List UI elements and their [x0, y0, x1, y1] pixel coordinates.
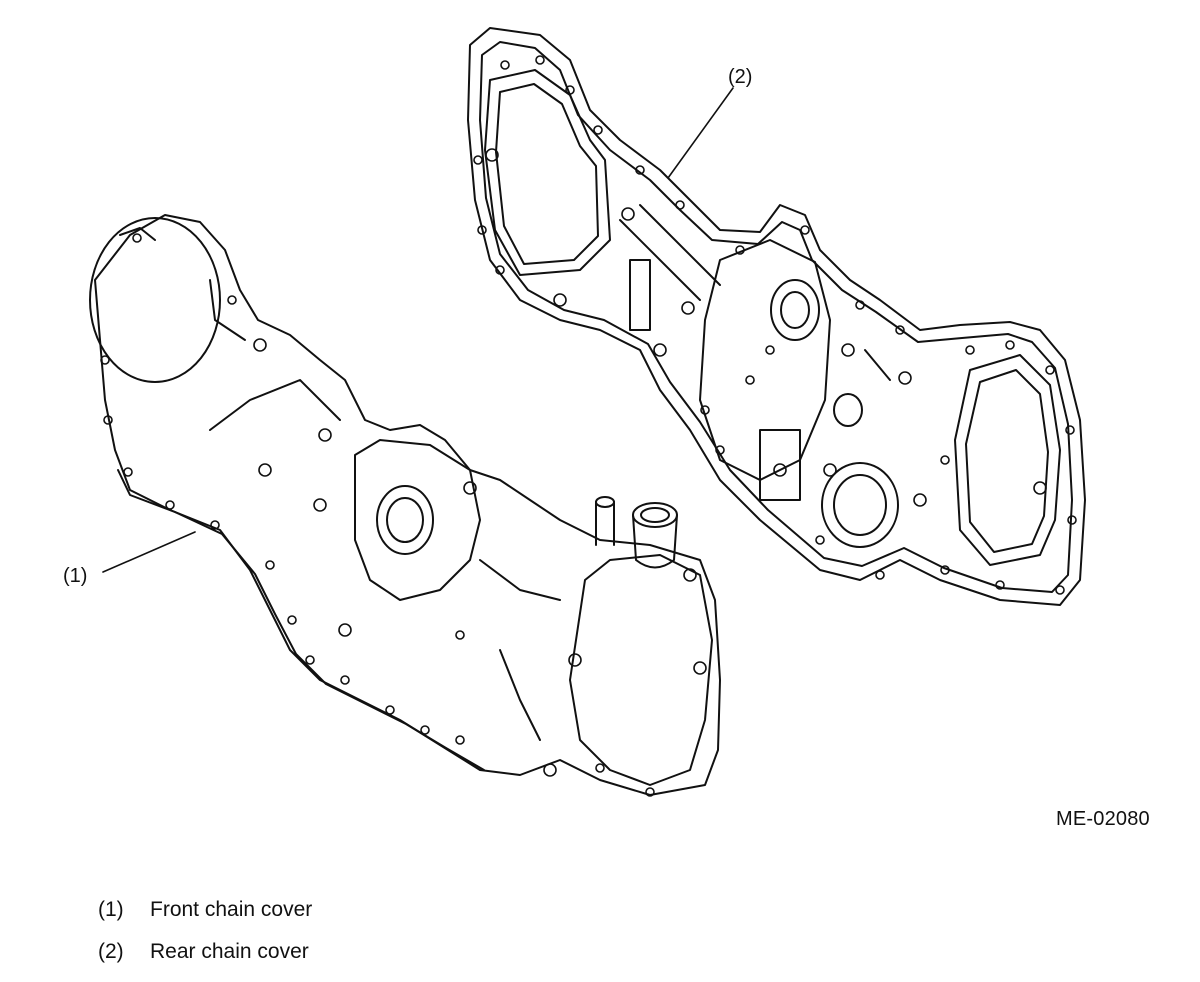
leader-line-2 — [667, 87, 734, 179]
rear-chain-cover — [467, 27, 1086, 606]
legend: (1) Front chain cover (2) Rear chain cov… — [98, 898, 312, 982]
callout-label-2: (2) — [728, 66, 753, 88]
legend-item: (2) Rear chain cover — [98, 940, 312, 982]
legend-number: (2) — [98, 940, 124, 963]
exploded-view-illustration — [89, 27, 1086, 797]
legend-number: (1) — [98, 898, 124, 921]
legend-label: Rear chain cover — [150, 940, 309, 963]
leader-line-1 — [102, 531, 196, 573]
front-chain-cover — [89, 214, 721, 797]
callout-label-1: (1) — [63, 565, 88, 587]
figure-code: ME-02080 — [1056, 808, 1150, 830]
legend-label: Front chain cover — [150, 898, 313, 921]
legend-item: (1) Front chain cover — [98, 898, 312, 940]
